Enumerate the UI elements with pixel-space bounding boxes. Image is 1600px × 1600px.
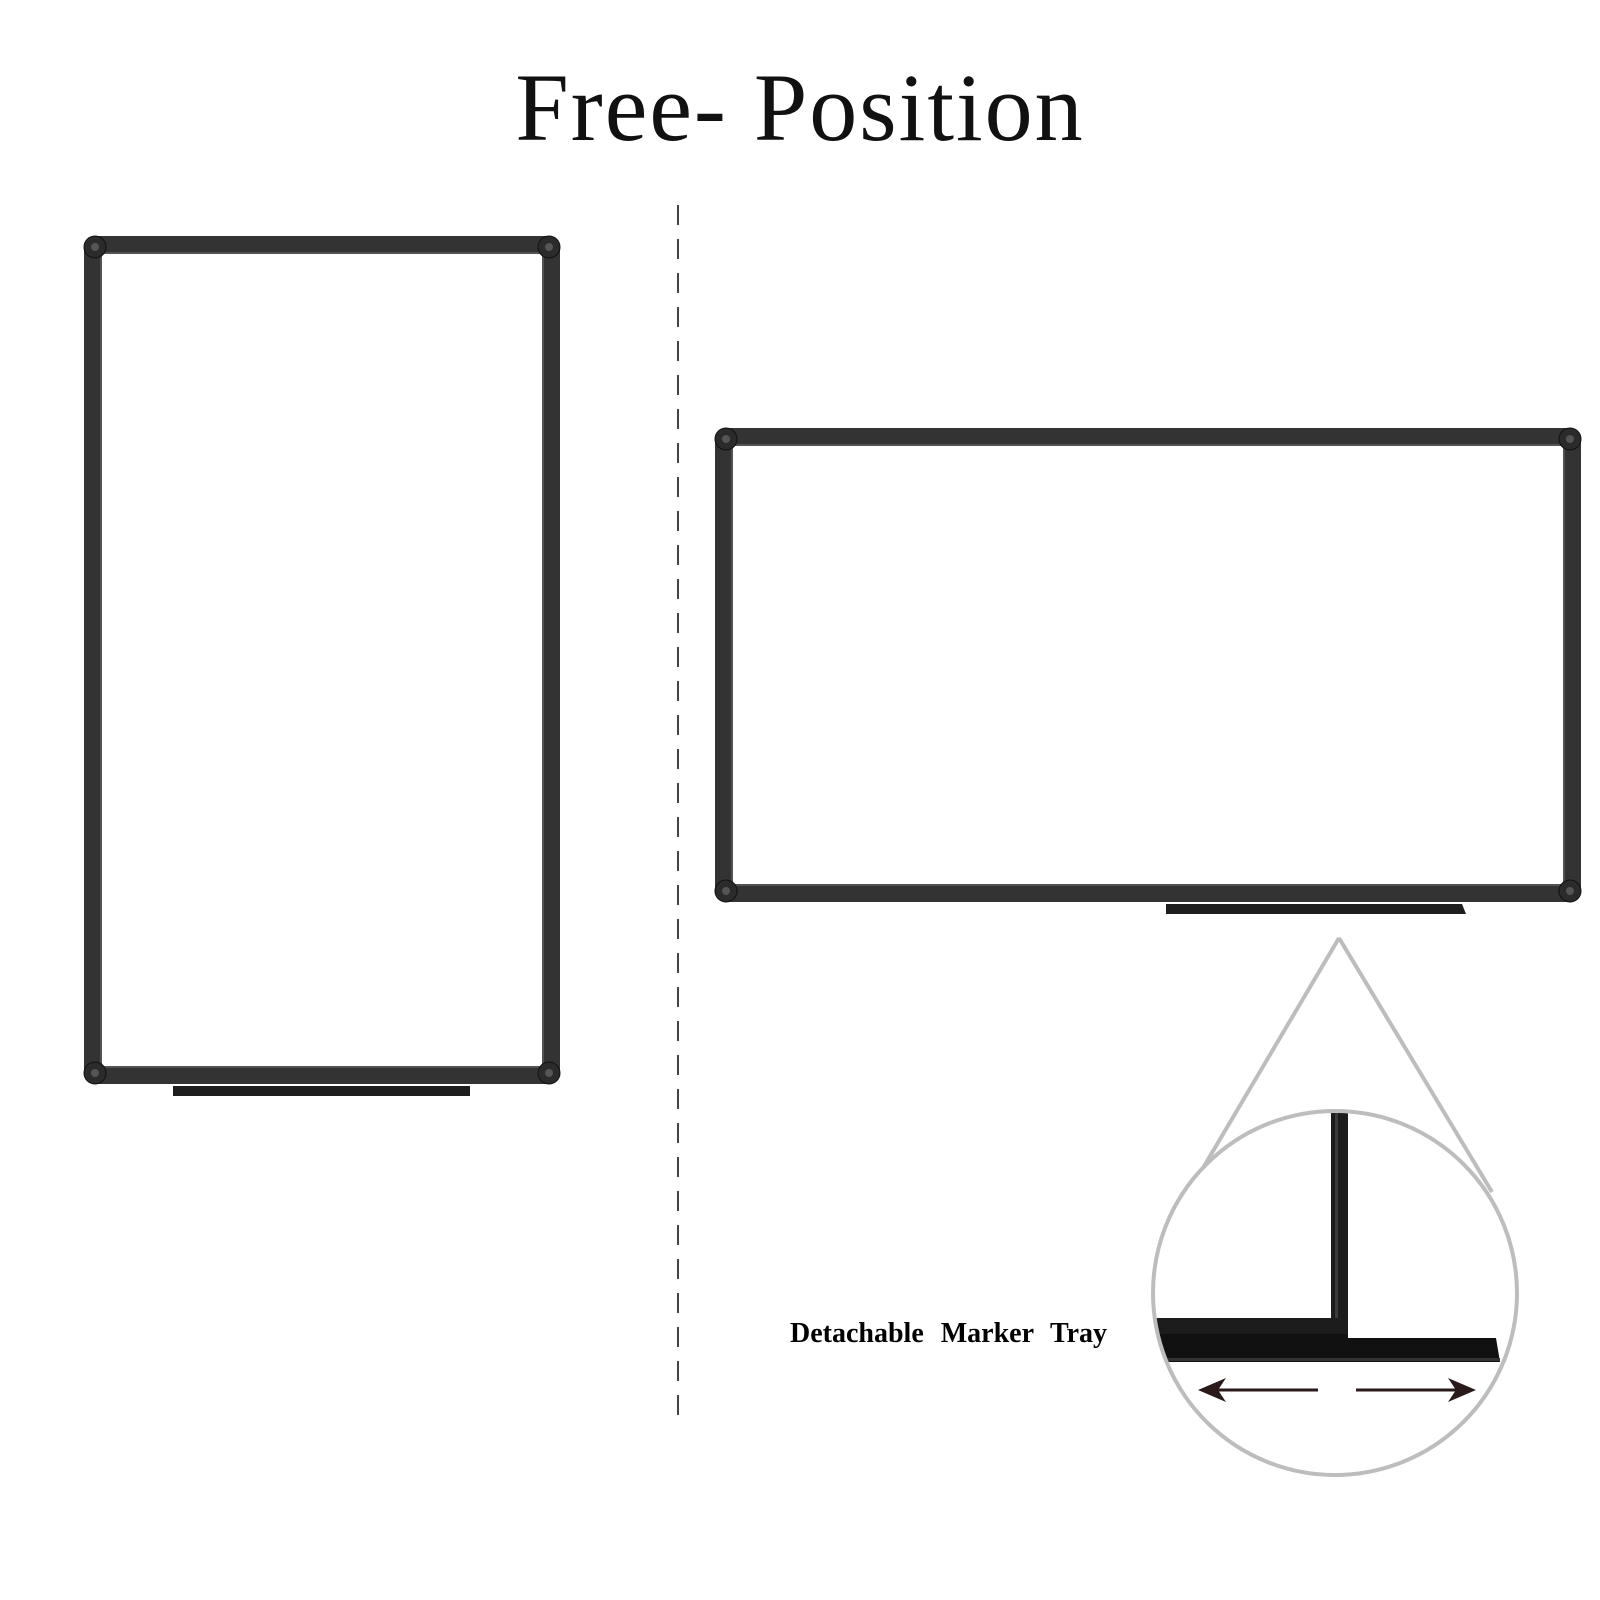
landscape-frame xyxy=(715,428,1581,902)
landscape-marker-tray xyxy=(1166,904,1466,914)
landscape-board-surface xyxy=(734,447,1562,883)
zoom-frame-vertical xyxy=(1331,1111,1348,1323)
arrow-right-icon xyxy=(1356,1378,1476,1402)
arrow-left-icon xyxy=(1198,1378,1318,1402)
page-title: Free- Position xyxy=(515,54,1085,161)
zoom-callout-cone xyxy=(1188,936,1494,1194)
zoom-frame-horizontal xyxy=(1153,1318,1348,1334)
portrait-whiteboard xyxy=(83,235,561,1096)
portrait-board-surface xyxy=(103,255,541,1065)
portrait-frame-inner-edge xyxy=(100,252,544,1068)
portrait-frame xyxy=(84,236,560,1084)
landscape-frame-inner-edge xyxy=(731,444,1565,886)
zoom-detail xyxy=(1153,1111,1517,1475)
landscape-whiteboard xyxy=(714,427,1582,914)
zoom-callout-ring xyxy=(1151,1109,1519,1477)
portrait-marker-tray xyxy=(173,1086,470,1096)
marker-tray-label: Detachable Marker Tray xyxy=(790,1318,1108,1349)
zoom-marker-tray xyxy=(1153,1334,1500,1362)
